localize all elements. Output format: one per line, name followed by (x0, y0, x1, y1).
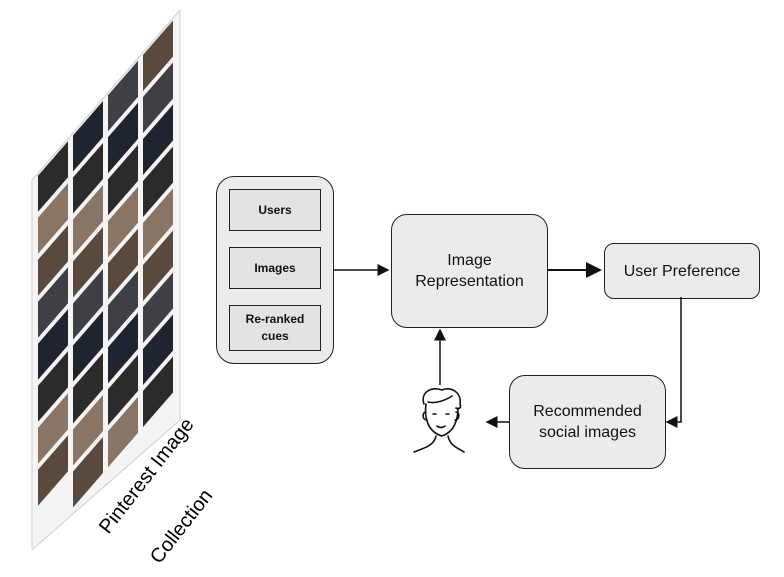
collage-tile (108, 102, 138, 174)
collage-tile (108, 270, 138, 342)
collage-tile (38, 183, 68, 254)
collage-tile (143, 20, 173, 92)
image-representation-box: Image Representation (391, 214, 548, 328)
recommended-social-images-label: Recommended social images (533, 403, 642, 441)
collage-tile (38, 141, 68, 212)
collage-tile (108, 60, 138, 132)
collage-tile (73, 269, 103, 340)
image-representation-label: Image Representation (415, 252, 524, 290)
collage-tile (143, 62, 173, 134)
collage-tile (38, 267, 68, 338)
collage-tile (38, 225, 68, 296)
pinterest-collage-image (31, 10, 181, 550)
collage-tile (73, 353, 103, 424)
collage-tile (108, 354, 138, 426)
collage-tile (108, 144, 138, 216)
user-preference-label: User Preference (623, 262, 741, 280)
user-preference-box: User Preference (604, 243, 760, 299)
reranked-cues-box: Re-ranked cues (229, 305, 321, 351)
collage-tile (73, 311, 103, 382)
collage-tile (143, 188, 173, 260)
collage-tile (143, 104, 173, 176)
collage-tile (143, 314, 173, 386)
collage-tile (73, 227, 103, 298)
collage-tile (73, 101, 103, 172)
collage-tile (143, 356, 173, 428)
collage-tile (73, 395, 103, 466)
collage-tiles (38, 20, 173, 508)
collage-tile (108, 312, 138, 384)
collage-tile (143, 272, 173, 344)
users-box: Users (229, 189, 321, 231)
user-face-icon (413, 388, 465, 453)
users-label: Users (258, 202, 292, 217)
arrow-preference-to-recommended (665, 297, 682, 428)
collage-tile (38, 435, 68, 506)
collage-tile (143, 146, 173, 218)
collage-tile (108, 396, 138, 468)
collage-tile (108, 186, 138, 258)
collage-tile (73, 437, 103, 508)
collage-tile (73, 143, 103, 214)
reranked-cues-label: Re-ranked cues (245, 312, 305, 343)
input-panel: Users Images Re-ranked cues (216, 176, 334, 364)
collage-tile (38, 351, 68, 422)
collage-tile (108, 228, 138, 300)
collage-tile (73, 185, 103, 256)
recommended-social-images-box: Recommended social images (509, 375, 666, 469)
images-label: Images (254, 260, 296, 275)
collage-tile (38, 393, 68, 464)
images-box: Images (229, 247, 321, 289)
collage-tile (38, 309, 68, 380)
collage-tile (143, 230, 173, 302)
